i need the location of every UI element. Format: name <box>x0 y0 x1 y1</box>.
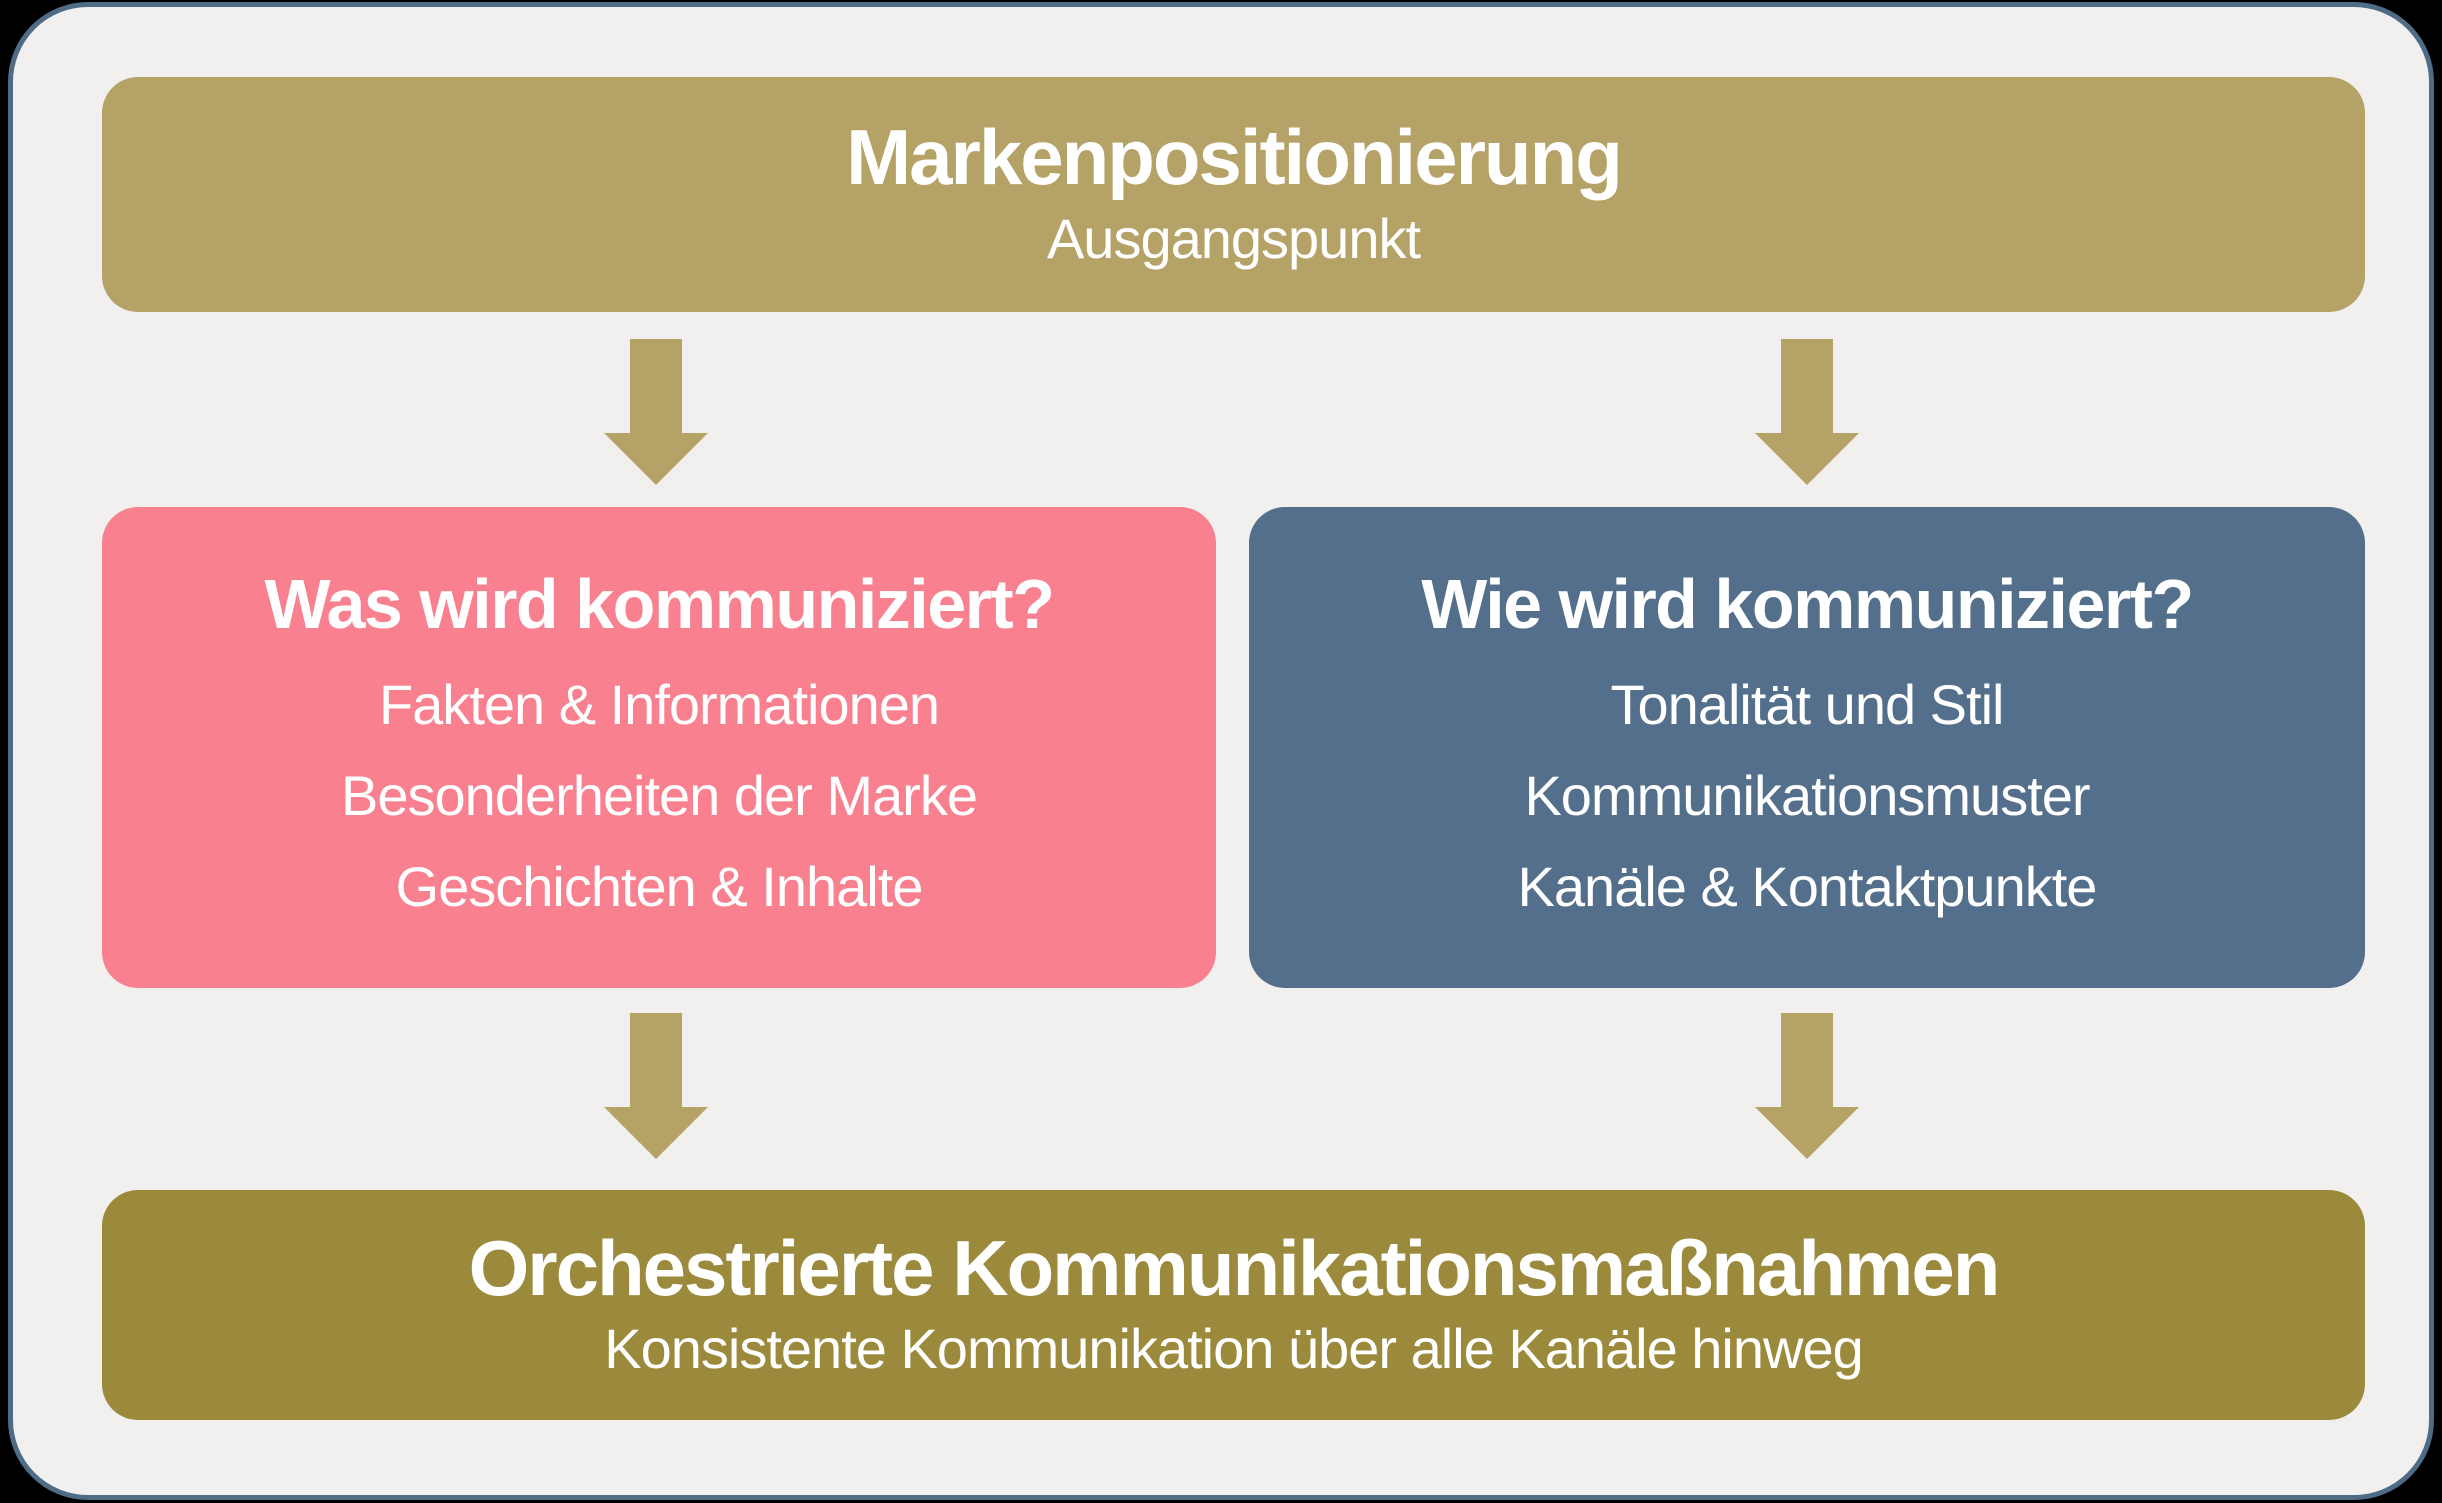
how-box-item: Tonalität und Stil <box>1610 673 2005 737</box>
arrow-down-shape <box>1755 339 1859 485</box>
result-box: Orchestrierte Kommunikationsmaßnahmen Ko… <box>102 1190 2365 1420</box>
what-box-item: Fakten & Informationen <box>378 673 940 737</box>
how-box-item: Kanäle & Kontaktpunkte <box>1517 854 2098 918</box>
arrow-down-icon <box>604 1013 708 1159</box>
what-box-item: Besonderheiten der Marke <box>341 764 978 828</box>
arrow-down-icon <box>604 339 708 485</box>
what-box-item: Geschichten & Inhalte <box>395 854 924 918</box>
result-box-title: Orchestrierte Kommunikationsmaßnahmen <box>468 1223 2001 1312</box>
start-box: Markenpositionierung Ausgangspunkt <box>102 77 2365 312</box>
result-box-subtitle: Konsistente Kommunikation über alle Kanä… <box>604 1317 1863 1381</box>
arrow-down-icon <box>1755 1013 1859 1159</box>
start-box-subtitle: Ausgangspunkt <box>1046 206 1421 270</box>
arrow-down-shape <box>1755 1013 1859 1159</box>
arrow-down-shape <box>604 339 708 485</box>
what-box-title: Was wird kommuniziert? <box>264 565 1055 644</box>
start-box-title: Markenpositionierung <box>846 113 1623 202</box>
arrow-down-icon <box>1755 339 1859 485</box>
arrow-down-shape <box>604 1013 708 1159</box>
how-box: Wie wird kommuniziert? Tonalität und Sti… <box>1249 507 2365 988</box>
how-box-title: Wie wird kommuniziert? <box>1421 565 2194 644</box>
what-box: Was wird kommuniziert? Fakten & Informat… <box>102 507 1216 988</box>
how-box-item: Kommunikationsmuster <box>1524 764 2090 828</box>
diagram-frame: Markenpositionierung Ausgangspunkt Was w… <box>8 2 2434 1500</box>
